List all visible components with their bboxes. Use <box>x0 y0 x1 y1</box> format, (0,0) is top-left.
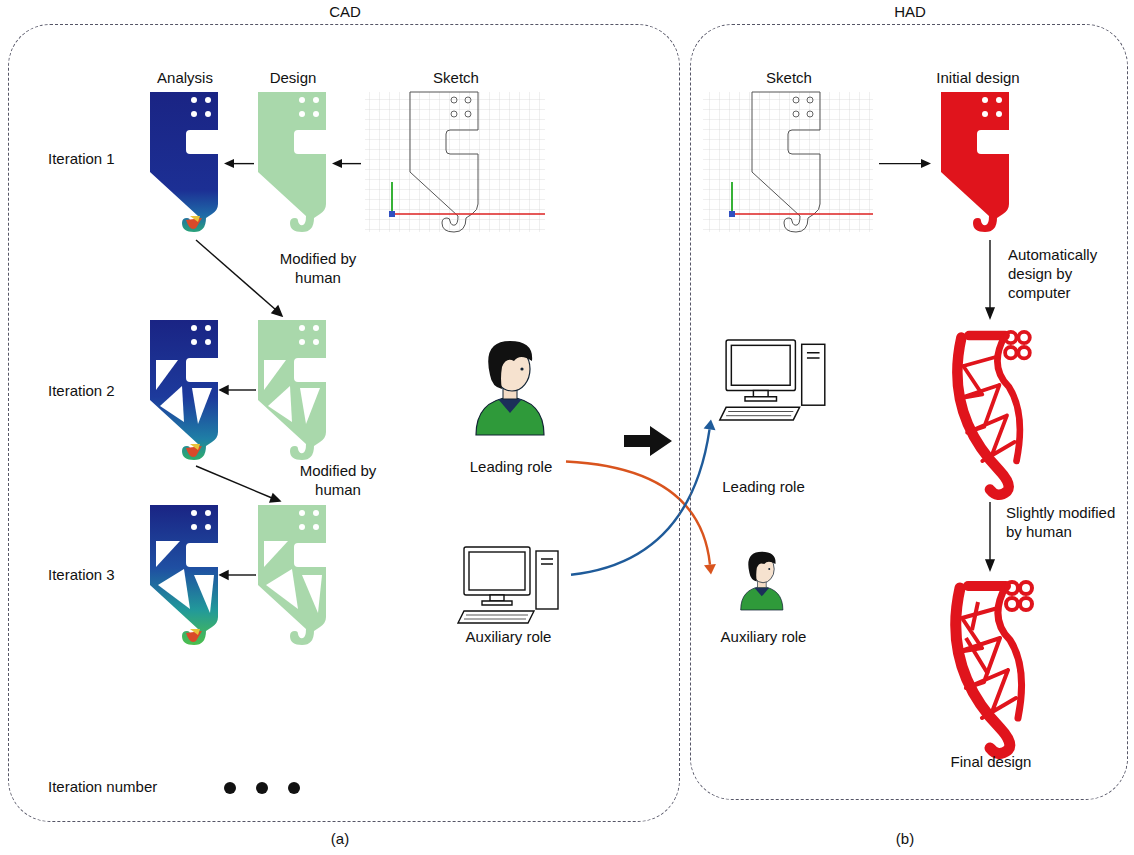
analysis-shape <box>150 505 218 645</box>
analysis-column: Analysis <box>146 69 224 235</box>
annotation-label: Iteration number <box>48 778 198 797</box>
caption: Leading role <box>722 478 805 496</box>
connector <box>332 159 361 168</box>
connector <box>566 462 716 575</box>
cad-panel: CADAnalysisDesignSketchLeading roleAuxil… <box>8 24 680 822</box>
annotation-label: Iteration 2 <box>48 382 148 401</box>
annotation-label: Modified by human <box>290 462 386 500</box>
column-heading: Sketch <box>433 69 479 87</box>
analysis-shape <box>150 92 218 232</box>
computer-icon <box>720 340 825 420</box>
optimized-shape <box>957 332 1029 495</box>
annotation-label: Automatically design by computer <box>1008 246 1118 302</box>
sketch-drawing <box>703 92 873 232</box>
sketch-column: Sketch <box>361 69 551 235</box>
ellipsis-dots <box>224 782 300 794</box>
column-heading: Analysis <box>157 69 213 87</box>
human-role: Auxiliary role <box>711 536 816 646</box>
final-design: Final design <box>936 576 1046 771</box>
final-design-shape <box>956 582 1032 754</box>
initial-design: Initial design <box>931 69 1025 235</box>
computer-icon <box>458 547 558 623</box>
had-panel: HADSketchInitial designLeading roleAuxil… <box>690 24 1128 800</box>
sketch-drawing <box>365 92 545 232</box>
annotation-label: Iteration 3 <box>48 566 148 585</box>
person-icon <box>476 341 544 435</box>
annotation-label: Slightly modified by human <box>1006 504 1116 542</box>
panel-title: CAD <box>329 3 361 21</box>
human-role: Leading role <box>456 331 566 476</box>
caption: Auxiliary role <box>466 628 552 646</box>
column-heading: Design <box>270 69 317 87</box>
annotation-label: Modified by human <box>270 250 366 288</box>
design-shape <box>258 505 326 645</box>
caption: Leading role <box>470 458 553 476</box>
design-column: Design <box>254 69 332 235</box>
initial-design-shape <box>941 92 1009 232</box>
transition-arrow <box>624 426 672 456</box>
analysis-shape <box>150 320 218 460</box>
connector <box>224 159 254 168</box>
annotation-label: Iteration 1 <box>48 150 148 169</box>
caption: Auxiliary role <box>721 628 807 646</box>
sketch-column: Sketch <box>699 69 879 235</box>
annotation-label: (b) <box>885 830 925 849</box>
person-icon <box>741 552 783 610</box>
column-heading: Sketch <box>766 69 812 87</box>
annotation-label: (a) <box>320 830 360 849</box>
design-shape <box>258 320 326 460</box>
connector <box>571 420 715 575</box>
panel-title: HAD <box>894 3 926 21</box>
flow-arrow <box>986 240 994 570</box>
connector <box>879 159 931 168</box>
design-shape <box>258 92 326 232</box>
computer-role: Leading role <box>711 326 816 496</box>
column-heading: Initial design <box>936 69 1019 87</box>
computer-role: Auxiliary role <box>446 531 571 646</box>
flow-arrow <box>196 240 282 579</box>
caption: Final design <box>951 753 1032 771</box>
